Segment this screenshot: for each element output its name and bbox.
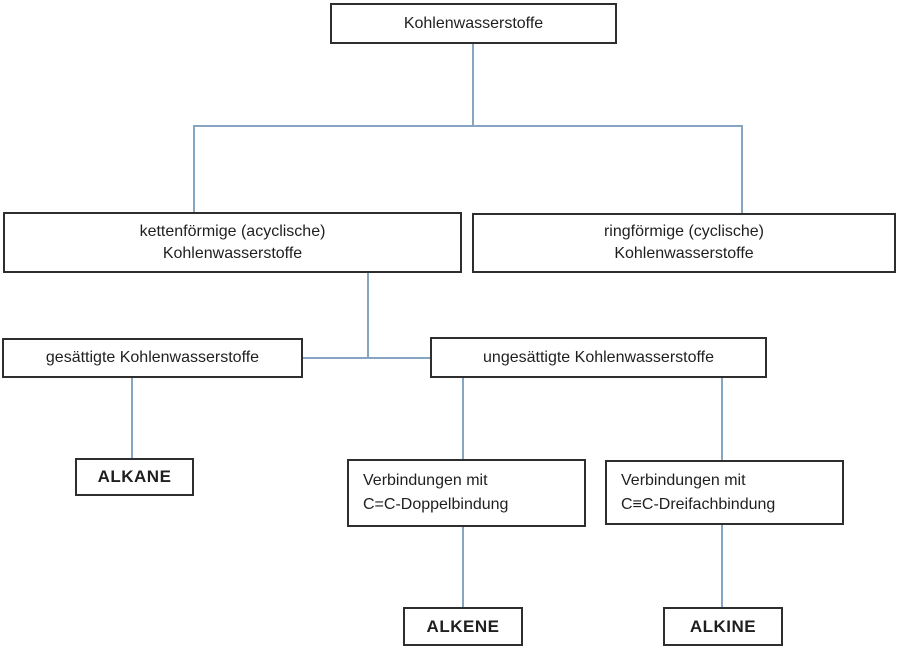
connector-drop-cyclic	[741, 125, 743, 213]
node-double-bond-line2: C=C-Doppelbindung	[363, 496, 509, 513]
node-alkine-label: ALKINE	[689, 616, 757, 636]
connector-top-branch	[193, 125, 743, 127]
connector-drop-acyclic	[193, 125, 195, 212]
connector-root-stem	[472, 44, 474, 127]
connector-drop-alkine	[721, 525, 723, 607]
node-double-bond-line1: Verbindungen mit	[363, 472, 488, 489]
node-cyclic-line2: Kohlenwasserstoffe	[614, 245, 754, 262]
node-alkane-label: ALKANE	[97, 467, 172, 486]
connector-drop-triple-bond	[721, 378, 723, 460]
connector-mid-branch	[303, 357, 430, 359]
node-triple-bond-line2: C≡C-Dreifachbindung	[621, 495, 776, 513]
node-saturated-hydrocarbons: gesättigte Kohlenwasserstoffe	[2, 338, 303, 378]
node-alkene: ALKENE	[403, 607, 523, 646]
node-unsaturated-hydrocarbons: ungesättigte Kohlenwasserstoffe	[430, 337, 767, 378]
node-triple-bond-line1: Verbindungen mit	[621, 471, 746, 489]
connector-drop-double-bond	[462, 378, 464, 459]
node-cyclic-hydrocarbons: ringförmige (cyclische) Kohlenwasserstof…	[472, 213, 896, 273]
node-acyclic-hydrocarbons: kettenförmige (acyclische) Kohlenwassers…	[3, 212, 462, 273]
connector-drop-alkene	[462, 527, 464, 607]
connector-drop-alkane	[131, 378, 133, 458]
node-saturated-label: gesättigte Kohlenwasserstoffe	[45, 349, 260, 366]
node-acyclic-line1: kettenförmige (acyclische)	[139, 222, 326, 240]
node-cyclic-line1: ringförmige (cyclische)	[603, 223, 765, 240]
node-alkine: ALKINE	[663, 607, 783, 646]
node-kohlenwasserstoffe-label: Kohlenwasserstoffe	[403, 14, 544, 32]
node-alkene-label: ALKENE	[426, 616, 500, 636]
connector-acyclic-stem	[367, 273, 369, 359]
node-kohlenwasserstoffe: Kohlenwasserstoffe	[330, 3, 617, 44]
node-alkane: ALKANE	[75, 458, 194, 496]
node-triple-bond-compounds: Verbindungen mit C≡C-Dreifachbindung	[605, 460, 844, 525]
node-acyclic-line2: Kohlenwasserstoffe	[162, 244, 303, 262]
node-unsaturated-label: ungesättigte Kohlenwasserstoffe	[483, 348, 714, 366]
node-double-bond-compounds: Verbindungen mit C=C-Doppelbindung	[347, 459, 586, 527]
